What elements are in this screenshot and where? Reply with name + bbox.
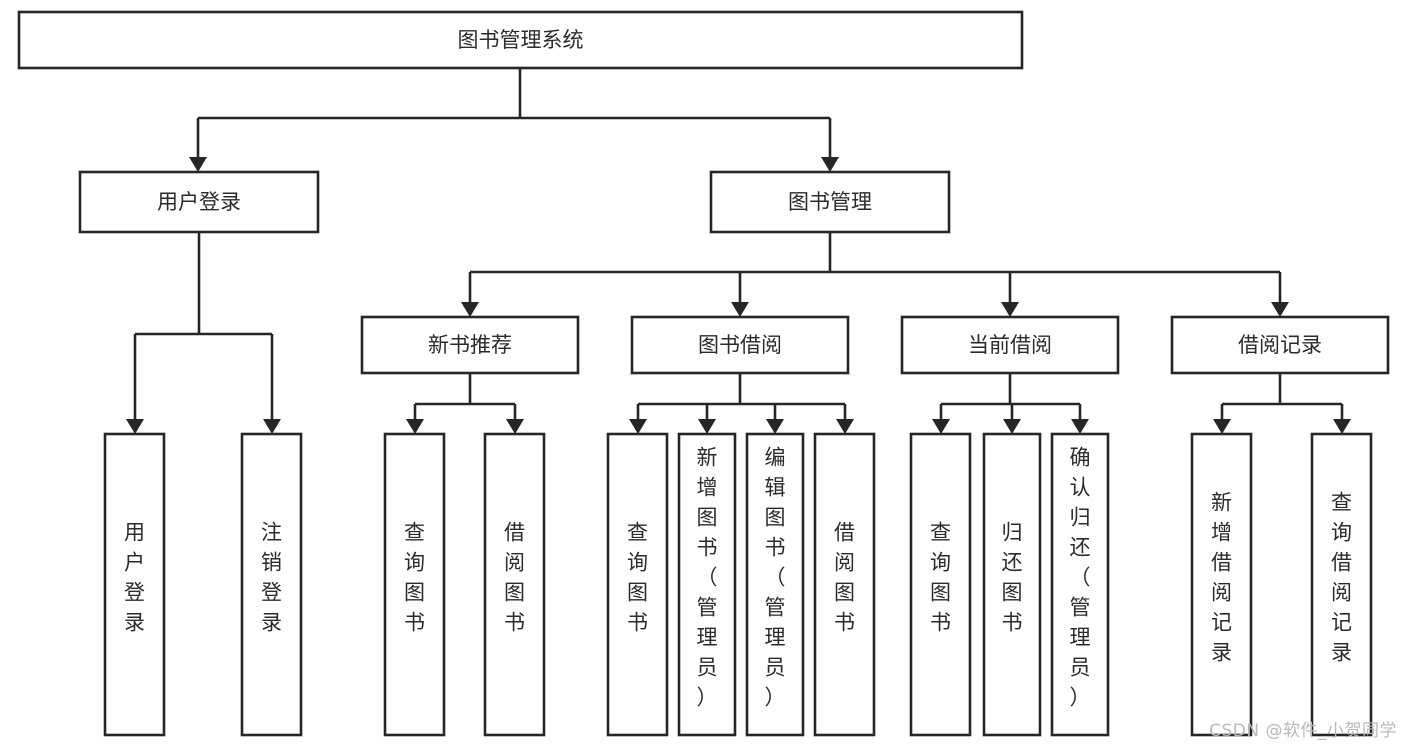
- connector-recommend-to-leaves: [406, 373, 524, 434]
- node-leaf-query-book-cur[interactable]: 查询图书: [909, 432, 972, 737]
- node-label: 当前借阅: [968, 333, 1052, 357]
- node-box: [17, 10, 1024, 70]
- node-root[interactable]: 图书管理系统: [17, 10, 1024, 70]
- node-box: [606, 432, 669, 737]
- node-label: 图书管理: [788, 190, 872, 214]
- node-leaf-user-logout[interactable]: 注销登录: [240, 432, 303, 737]
- node-label: 查询图书: [404, 521, 425, 635]
- node-box: [1170, 315, 1390, 375]
- node-leaf-add-book[interactable]: 新增图书（管理员）: [677, 432, 737, 737]
- node-box: [900, 315, 1120, 375]
- node-label: 查询图书: [930, 521, 951, 635]
- node-box: [630, 315, 850, 375]
- node-label: 新书推荐: [428, 333, 512, 357]
- node-label: 借阅记录: [1238, 333, 1322, 357]
- connector-book-manage-to-level2: [461, 232, 1289, 317]
- node-label: 图书管理系统: [458, 28, 584, 52]
- node-label: 编辑图书（管理员）: [765, 446, 786, 710]
- node-book-borrow[interactable]: 图书借阅: [630, 315, 850, 375]
- node-leaf-query-book-borrow[interactable]: 查询图书: [606, 432, 669, 737]
- node-leaf-edit-book[interactable]: 编辑图书（管理员）: [745, 432, 805, 737]
- node-label: 用户登录: [124, 521, 145, 635]
- connector-borrow-to-leaves: [629, 373, 854, 434]
- node-leaf-add-record[interactable]: 新增借阅记录: [1190, 432, 1253, 737]
- node-label: 借阅图书: [504, 521, 525, 635]
- connector-layer: [126, 68, 1351, 434]
- node-label: 查询图书: [627, 521, 648, 635]
- node-box: [360, 315, 580, 375]
- node-label: 用户登录: [157, 190, 241, 214]
- node-leaf-return-book[interactable]: 归还图书: [982, 432, 1042, 737]
- node-label: 注销登录: [261, 521, 282, 635]
- node-leaf-query-book-rec[interactable]: 查询图书: [383, 432, 446, 737]
- node-label: 查询借阅记录: [1331, 491, 1352, 665]
- node-box: [745, 432, 805, 737]
- node-leaf-user-login[interactable]: 用户登录: [103, 432, 166, 737]
- node-box: [103, 432, 166, 737]
- connector-user-login-to-leaves: [126, 232, 281, 434]
- node-leaf-borrow-book[interactable]: 借阅图书: [813, 432, 876, 737]
- node-label: 图书借阅: [698, 333, 782, 357]
- node-book-manage[interactable]: 图书管理: [709, 170, 951, 234]
- node-box: [240, 432, 303, 737]
- node-label: 新增借阅记录: [1211, 491, 1232, 665]
- node-label: 借阅图书: [834, 521, 855, 635]
- node-box: [709, 170, 951, 234]
- node-box: [1310, 432, 1373, 737]
- node-box: [1050, 432, 1110, 737]
- node-layer: 图书管理系统用户登录图书管理新书推荐图书借阅当前借阅借阅记录用户登录注销登录查询…: [17, 10, 1390, 737]
- node-box: [1190, 432, 1253, 737]
- node-box: [78, 170, 320, 234]
- node-borrow-record[interactable]: 借阅记录: [1170, 315, 1390, 375]
- node-label: 归还图书: [1002, 521, 1023, 635]
- node-user-login[interactable]: 用户登录: [78, 170, 320, 234]
- node-label: 新增图书（管理员）: [697, 446, 718, 710]
- node-box: [383, 432, 446, 737]
- node-label: 确认归还（管理员）: [1070, 446, 1091, 710]
- node-leaf-confirm-return[interactable]: 确认归还（管理员）: [1050, 432, 1110, 737]
- connector-current-to-leaves: [932, 373, 1089, 434]
- connector-root-to-level1: [189, 68, 839, 172]
- node-current-borrow[interactable]: 当前借阅: [900, 315, 1120, 375]
- node-leaf-borrow-book-rec[interactable]: 借阅图书: [483, 432, 546, 737]
- connector-record-to-leaves: [1213, 373, 1351, 434]
- node-box: [813, 432, 876, 737]
- node-box: [677, 432, 737, 737]
- node-leaf-query-record[interactable]: 查询借阅记录: [1310, 432, 1373, 737]
- node-box: [909, 432, 972, 737]
- node-box: [982, 432, 1042, 737]
- csdn-watermark: CSDN @软件_小贺同学: [1209, 721, 1397, 741]
- node-box: [483, 432, 546, 737]
- node-new-book-recommend[interactable]: 新书推荐: [360, 315, 580, 375]
